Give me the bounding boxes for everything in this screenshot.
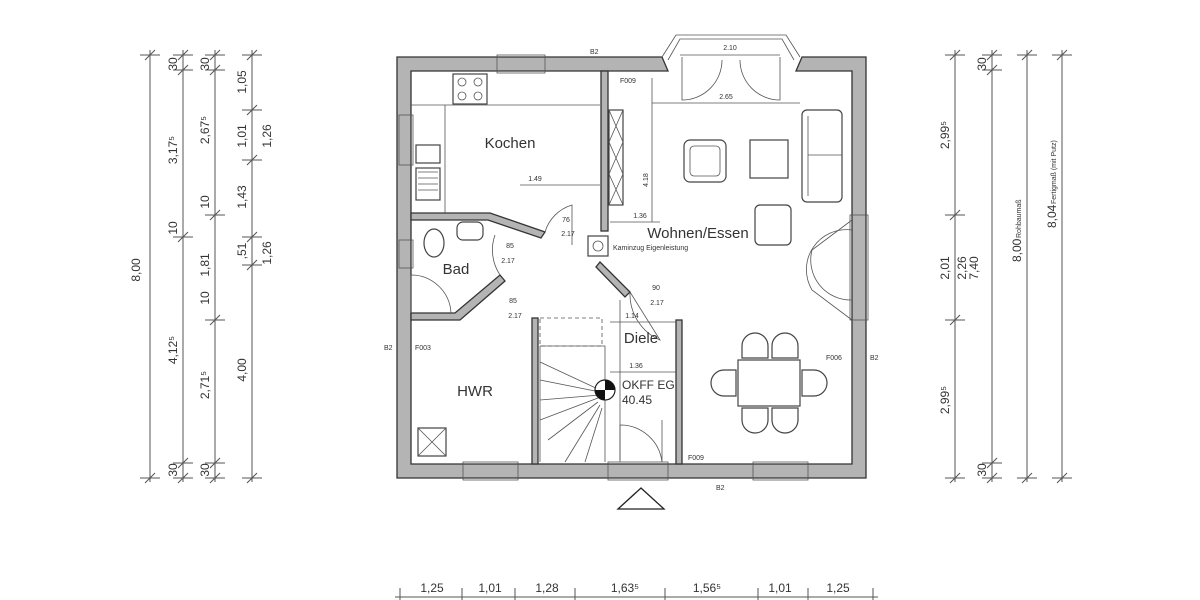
floor-level-label: OKFF EG: [622, 378, 675, 392]
bath-fixtures: [423, 221, 484, 258]
dim-label: 1,28: [535, 581, 559, 595]
right-dimension-chain: 2,99⁵ 2,01 2,99⁵ 30 2,26 7,40 30 8,00 Ro…: [938, 49, 1072, 484]
dim-kitchen-width: 1.49: [528, 176, 542, 183]
door-dim: 2.17: [561, 231, 575, 238]
dim-living-height: 4.18: [643, 173, 650, 187]
dim-label: 10: [166, 221, 180, 235]
dim-label: 1,43: [235, 185, 249, 209]
room-label-kitchen: Kochen: [485, 135, 536, 152]
staircase: [539, 317, 606, 463]
chimney: [587, 235, 609, 257]
window-tag: F009: [620, 78, 636, 85]
dim-bay-width: 2.10: [723, 45, 737, 52]
dim-living-width: 2.65: [719, 94, 733, 101]
door-dim: 2.17: [650, 300, 664, 307]
sink: [415, 144, 441, 164]
dim-label: 10: [198, 291, 212, 305]
dim-label: 1,25: [420, 581, 444, 595]
window-tag: F003: [415, 345, 431, 352]
dim-label: 2,01: [938, 256, 952, 280]
window-tag: F009: [688, 455, 704, 462]
interior-dimensions: 2.65 2.10 1.49 4.18 1.36 1.14 1.36 85 2.…: [384, 45, 879, 492]
dim-label: 10: [198, 195, 212, 209]
wall-tag: B2: [384, 345, 393, 352]
dim-finished-size: 8,04: [1045, 204, 1059, 228]
dim-label: 3,17⁵: [166, 136, 180, 164]
dim-label: 4,00: [235, 358, 249, 382]
entrance-arrow-icon: [616, 487, 666, 510]
level-marker-icon: [594, 379, 616, 401]
dim-label: 1,05: [235, 70, 249, 94]
dim-living-side: 1.36: [633, 213, 647, 220]
dim-label: 1,26: [260, 241, 274, 265]
kitchen-fixtures: [411, 73, 624, 213]
left-dimension-chain: 8,00 30 3,17⁵ 10 4,12⁵ 30 30 2,67⁵ 10 1,…: [129, 49, 274, 484]
door-dim: 2.17: [501, 258, 515, 265]
dim-label: 1,01: [478, 581, 502, 595]
dim-label: 30: [166, 57, 180, 71]
dim-label: 2,67⁵: [198, 116, 212, 144]
dim-label: 30: [975, 463, 989, 477]
armchair: [754, 204, 792, 246]
dim-finished-note: Fertigmaß (mit Putz): [1051, 140, 1058, 204]
dim-label: 2,99⁵: [938, 121, 952, 149]
dim-label: 1,26: [260, 124, 274, 148]
dim-label: 2,71⁵: [198, 371, 212, 399]
dim-label: 1,01: [235, 124, 249, 148]
dim-label: 30: [198, 57, 212, 71]
bottom-dimension-chain: 1,25 1,01 1,28 1,63⁵ 1,56⁵ 1,01 1,25: [395, 581, 878, 600]
living-furniture: [683, 109, 843, 434]
dim-label: 1,56⁵: [693, 581, 721, 595]
dim-label: 7,40: [967, 256, 981, 280]
wall-tag: B2: [716, 485, 725, 492]
doors: [410, 57, 853, 463]
dim-rough-note: Rohbaumaß: [1016, 199, 1023, 238]
dim-label: 2,26: [955, 256, 969, 280]
door-dim: 76: [562, 217, 570, 224]
dim-label: 1,25: [826, 581, 850, 595]
chimney-note: Kaminzug Eigenleistung: [613, 245, 688, 252]
washbasin: [456, 221, 484, 241]
dim-label: 1,81: [198, 253, 212, 277]
dim-label: ,51: [235, 242, 249, 259]
door-dim: 85: [509, 298, 517, 305]
dim-label: 30: [975, 57, 989, 71]
dim-label: 2,99⁵: [938, 386, 952, 414]
door-dim: 85: [506, 243, 514, 250]
wall-tag: B2: [590, 49, 599, 56]
wall-tag: B2: [870, 355, 879, 362]
dim-rough-size: 8,00: [1010, 238, 1024, 262]
door-dim: 90: [652, 285, 660, 292]
dim-hall-top: 1.14: [625, 313, 639, 320]
door-dim: 2.17: [508, 313, 522, 320]
dim-label: 1,63⁵: [611, 581, 639, 595]
room-label-bath: Bad: [443, 261, 470, 278]
interior-walls: [410, 70, 683, 465]
dim-hall-width: 1.36: [629, 363, 643, 370]
sofa: [801, 109, 843, 203]
room-label-living: Wohnen/Essen: [647, 225, 748, 242]
dim-label: 30: [198, 463, 212, 477]
armchair: [683, 139, 727, 183]
room-label-hall: Diele: [624, 330, 658, 347]
stove: [452, 73, 488, 105]
dim-total-height: 8,00: [129, 258, 143, 282]
window-tag: F006: [826, 355, 842, 362]
outer-walls: [396, 34, 869, 481]
room-label-utility: HWR: [457, 383, 493, 400]
floor-level-value: 40.45: [622, 393, 652, 407]
dim-label: 30: [166, 463, 180, 477]
dim-label: 4,12⁵: [166, 336, 180, 364]
coffee-table: [749, 139, 789, 179]
toilet: [423, 228, 445, 258]
dim-label: 1,01: [768, 581, 792, 595]
dining-table: [737, 359, 801, 407]
